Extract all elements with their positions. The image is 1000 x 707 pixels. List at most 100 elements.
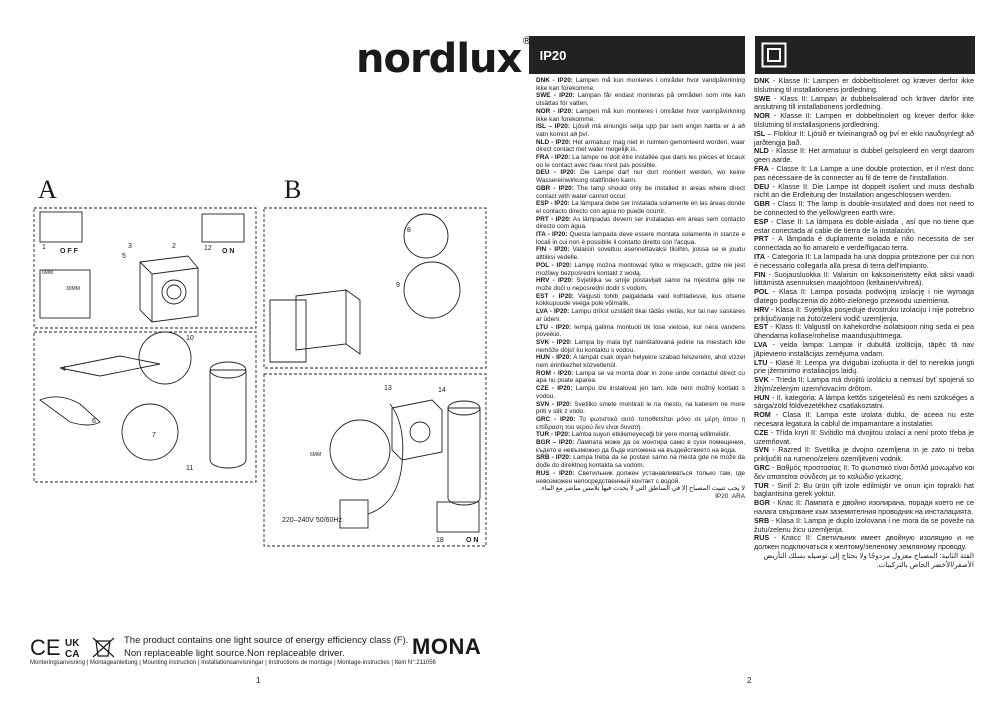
frame-b-top <box>263 207 487 369</box>
off-label: O F F <box>60 248 79 255</box>
ip20-entry: SVN - IP20: Svetilko smete montirati le … <box>536 401 745 416</box>
class-ii-entry: TUR - Sinif 2: Bu ürün çift izole edilmi… <box>754 480 974 500</box>
manual-languages: Monteringsanvisning | Montageanleitung |… <box>30 660 436 666</box>
ip20-entry-text: Lampan får endast monteras på områden so… <box>536 92 746 108</box>
detail-circle-b1 <box>403 213 449 259</box>
class-ii-entry: GRC - Βαθμός προστασίας II: Το φωτιστικό… <box>754 463 974 482</box>
class-ii-entry: SRB - Klasa II: Lampa je duplo izolovana… <box>754 515 974 535</box>
class-ii-language-code: HRV <box>754 304 770 314</box>
step-5: 5 <box>122 253 126 260</box>
ip20-entry: ISL – IP20: Ljósið má einungis setja upp… <box>536 123 745 138</box>
ip20-language-code: LTU - IP20: <box>536 323 572 331</box>
lamp-cylinder-a <box>209 369 247 469</box>
step-4: 4 <box>62 366 66 373</box>
lamp-cube-a-lens-inner <box>166 284 182 300</box>
class-ii-entry: ESP - Clase II: La lámpara es doble-aisl… <box>754 216 974 236</box>
ip20-entry-text: Lampen må kun monteres i områder hvor va… <box>536 77 745 92</box>
class-ii-text-column: DNK - Klasse II: Lampen er dobbeltisoler… <box>754 76 974 570</box>
ip20-entry-text: Svjetiljka se smije postavljati samo na … <box>536 277 745 292</box>
ip20-entry: ESP - IP20: La lámpara debe ser instalad… <box>536 200 745 215</box>
class-ii-language-code: ESP <box>754 216 769 226</box>
ip20-entry: CZE - IP20: Lampu lze instalovat jen tam… <box>536 385 745 400</box>
class-ii-entry-text: - II. kategória: A lámpa kettős szigetel… <box>754 392 974 411</box>
ip20-entry-text: Iempą galima montuoti tik tose vietose, … <box>536 323 746 339</box>
class-ii-language-code: RUS <box>754 533 770 543</box>
ip20-language-code: SWE - IP20: <box>536 92 575 100</box>
class-ii-language-code: EST <box>754 322 768 332</box>
step-9: 9 <box>396 282 400 289</box>
lamp-cube-a <box>139 255 199 323</box>
class-ii-language-code: SRB <box>754 515 770 525</box>
ip20-entry: SRB - IP20: Lampa treba da se postavi sa… <box>536 454 745 469</box>
installation-illustration: 1 2 3 4 5 6 7 8 9 10 11 12 13 14 18 O F … <box>33 207 487 547</box>
ip20-entry: RUS - IP20: Светильник должен устанавлив… <box>536 470 745 485</box>
class-ii-entry-text: - Sinif 2: Bu ürün çift izole edilmiştir… <box>754 480 974 499</box>
detail-circle-a1 <box>138 331 192 385</box>
ip20-entry-text: As lâmpadas devem ser instaladas em área… <box>536 215 745 231</box>
ip20-language-code: PRT - IP20: <box>536 215 571 223</box>
wall-plate-a <box>39 269 91 319</box>
step-10: 10 <box>186 335 194 342</box>
ip20-entry: LTU - IP20: Iempą galima montuoti tik to… <box>536 324 745 339</box>
step-12: 12 <box>204 245 212 252</box>
ip20-language-code: ESP - IP20: <box>536 200 570 208</box>
class-ii-language-code: FIN <box>754 269 766 279</box>
ip20-language-code: FRA - IP20: <box>536 154 571 162</box>
class-ii-language-code: GRC <box>754 463 770 473</box>
class-ii-entry-text: - Βαθμός προστασίας II: Το φωτιστικό είν… <box>754 463 974 481</box>
class-ii-entry-text: - Clasa II: Lampa este izolata dublu, de… <box>754 410 974 429</box>
class-ii-language-code: LTU <box>754 357 768 367</box>
class-ii-entry-text: - Klasa II: Svjetiljka posjeduje dvostru… <box>754 304 974 323</box>
frame-a-bottom <box>33 331 257 483</box>
class-ii-entry-text: - Klasa II: Lampa je duplo izolovana i n… <box>754 515 974 534</box>
ip20-language-code: BGR – IP20: <box>536 439 575 447</box>
class-ii-language-code: LVA <box>754 339 768 349</box>
class-ii-badge <box>755 36 793 74</box>
class-ii-entry-text: - Klasa II: Lampa posiada podwójną izola… <box>754 287 974 305</box>
ip20-entry-text: Svetilko smete montirati le na mesto, na… <box>536 400 745 416</box>
lamp-cube-a-lens <box>161 279 187 305</box>
step-2: 2 <box>172 243 176 250</box>
class-ii-entry: HRV - Klasa II: Svjetiljka posjeduje dvo… <box>754 304 974 324</box>
ip20-entry: FRA - IP20: La lampe ne doit être instal… <box>536 154 745 169</box>
ip20-arabic-entry: لا يجب تثبيت المصباح إلا في المناطق التي… <box>539 485 745 500</box>
class-ii-entry-text: - Suojausluokka II: Valaisin on kaksoise… <box>754 269 974 288</box>
wire-label-6mm-b: 6MM <box>310 452 321 458</box>
ip20-entry-text: Лампата може да се монтира само в сухи п… <box>536 439 745 454</box>
ip20-entry: HUN - IP20: A lámpát csak olyan helyekre… <box>536 354 745 369</box>
class-ii-entry-text: - Клас II: Лампата е двойно изолирана, п… <box>754 498 974 517</box>
ip20-entry-text: La lámpara debe ser instalada solamente … <box>536 200 745 215</box>
lamp-cylinder-b-top <box>447 400 481 416</box>
class-ii-arabic-entry: الفئة الثانية: المصباح معزول مزدوجًا ولا… <box>763 551 974 569</box>
ip20-entry-text: Die Lampe darf nur dort montiert werden,… <box>536 169 745 185</box>
class-ii-entry: FIN - Suojausluokka II: Valaisin on kaks… <box>754 269 974 289</box>
class-ii-entry-text: - Třída krytí II: Svítidlo má dvojitou i… <box>754 427 974 446</box>
figure-label-b: B <box>284 175 302 204</box>
lamp-cube-b2 <box>391 399 443 461</box>
ip20-language-code: NLD - IP20: <box>536 138 571 146</box>
ukca-mark-top: UK <box>65 638 80 649</box>
class-ii-entry-text: - Trieda II: Lampa má dvojitú izoláciu a… <box>754 375 974 393</box>
energy-line-2: Non replaceable light source.Non replace… <box>124 648 345 659</box>
ip20-language-code: ROM - IP20: <box>536 369 574 377</box>
class-ii-entry: EST - Klass II: Valgustil on kahekordne … <box>754 322 974 341</box>
step-13: 13 <box>384 385 392 392</box>
ip20-entry-text: The lamp should only be installed in are… <box>536 184 746 200</box>
ip20-language-code: SRB - IP20: <box>536 454 572 462</box>
class-ii-language-code: NOR <box>754 111 770 121</box>
ip20-language-code: FIN - IP20: <box>536 246 570 254</box>
class-ii-entry: DEU - Klasse II: Die Lampe ist doppelt i… <box>754 181 974 201</box>
class-ii-language-code: POL <box>754 287 769 297</box>
class-ii-entry: POL - Klasa II: Lampa posiada podwójną i… <box>754 287 974 306</box>
class-ii-language-code: DEU <box>754 181 770 191</box>
ip20-entry: ITA - IP20: Questa lampada deve essere m… <box>536 231 745 246</box>
cable-b <box>367 403 404 515</box>
class-ii-entry: NLD - Klasse II: Het armatuur is dubbel … <box>754 146 974 165</box>
class-ii-entry-text: - Razred II: Svetilka je dvojno ozemljen… <box>754 445 974 464</box>
class-ii-language-code: SWE <box>754 93 771 103</box>
frame-b-bottom <box>263 373 487 547</box>
energy-line-1: The product contains one light source of… <box>124 635 409 646</box>
class-ii-entry: GBR - Class II: The lamp is double-insul… <box>754 199 974 218</box>
ip20-entry-text: Questa lampada deve essere montata solam… <box>536 231 745 246</box>
ip20-entry: PRT - IP20: As lâmpadas devem ser instal… <box>536 216 745 231</box>
